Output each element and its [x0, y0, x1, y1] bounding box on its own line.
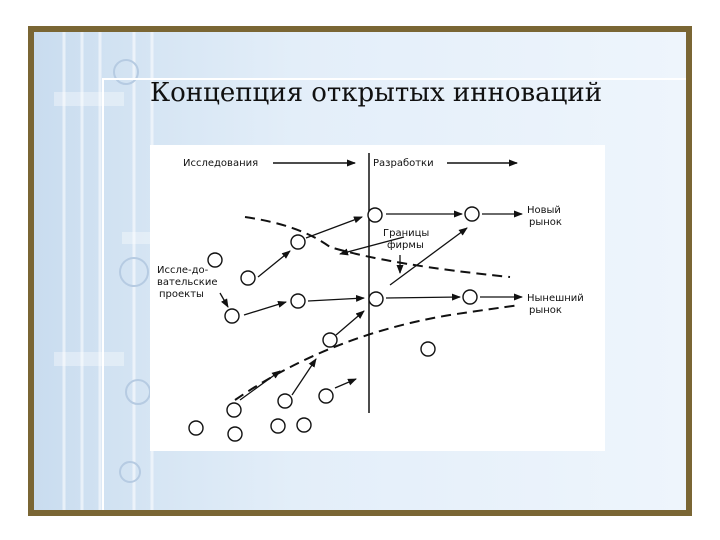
- current-market-label-line2: рынок: [529, 305, 562, 316]
- flow-arrow: [291, 358, 317, 396]
- projects-label-line1: Иссле-до-: [157, 265, 209, 276]
- flow-arrow: [307, 294, 365, 302]
- firm-boundary-upper: [244, 216, 511, 278]
- current-market-label-line1: Нынешний: [527, 293, 584, 304]
- project-node: [240, 270, 256, 286]
- flow-arrow: [239, 370, 281, 401]
- flow-arrow: [385, 293, 461, 301]
- projects-label-line3: проекты: [159, 289, 204, 300]
- project-node: [296, 417, 312, 433]
- project-node: [322, 332, 338, 348]
- flow-arrow: [339, 236, 405, 256]
- project-node: [290, 234, 306, 250]
- slide-title: Концепция открытых инноваций: [150, 78, 603, 108]
- boundary-label-line1: Границы: [383, 228, 429, 239]
- project-node: [224, 308, 240, 324]
- project-node: [464, 206, 480, 222]
- projects-label-line2: вательские: [157, 277, 217, 288]
- development-label: Разработки: [373, 158, 434, 169]
- project-node: [420, 341, 436, 357]
- project-node: [207, 252, 223, 268]
- flow-arrow: [257, 250, 291, 278]
- flow-arrow: [305, 216, 363, 239]
- flow-arrow: [334, 378, 357, 389]
- flow-arrow: [389, 227, 468, 286]
- new-market-label-line2: рынок: [529, 217, 562, 228]
- project-node: [270, 418, 286, 434]
- open-innovation-diagram: Исследования Разработки Границы фирмы Но…: [150, 145, 605, 451]
- project-node: [227, 426, 243, 442]
- flow-arrow: [335, 310, 365, 336]
- project-node: [226, 402, 242, 418]
- project-node: [462, 289, 478, 305]
- flow-arrow: [243, 301, 287, 316]
- flow-arrow: [219, 292, 229, 308]
- project-node: [277, 393, 293, 409]
- research-label: Исследования: [183, 158, 258, 169]
- project-node: [368, 291, 384, 307]
- project-node: [318, 388, 334, 404]
- new-market-label-line1: Новый: [527, 205, 561, 216]
- project-node: [290, 293, 306, 309]
- boundary-label-line2: фирмы: [387, 240, 424, 251]
- project-node: [367, 207, 383, 223]
- slide-inner-border: [102, 78, 686, 510]
- project-node: [188, 420, 204, 436]
- firm-boundary-lower: [234, 304, 521, 401]
